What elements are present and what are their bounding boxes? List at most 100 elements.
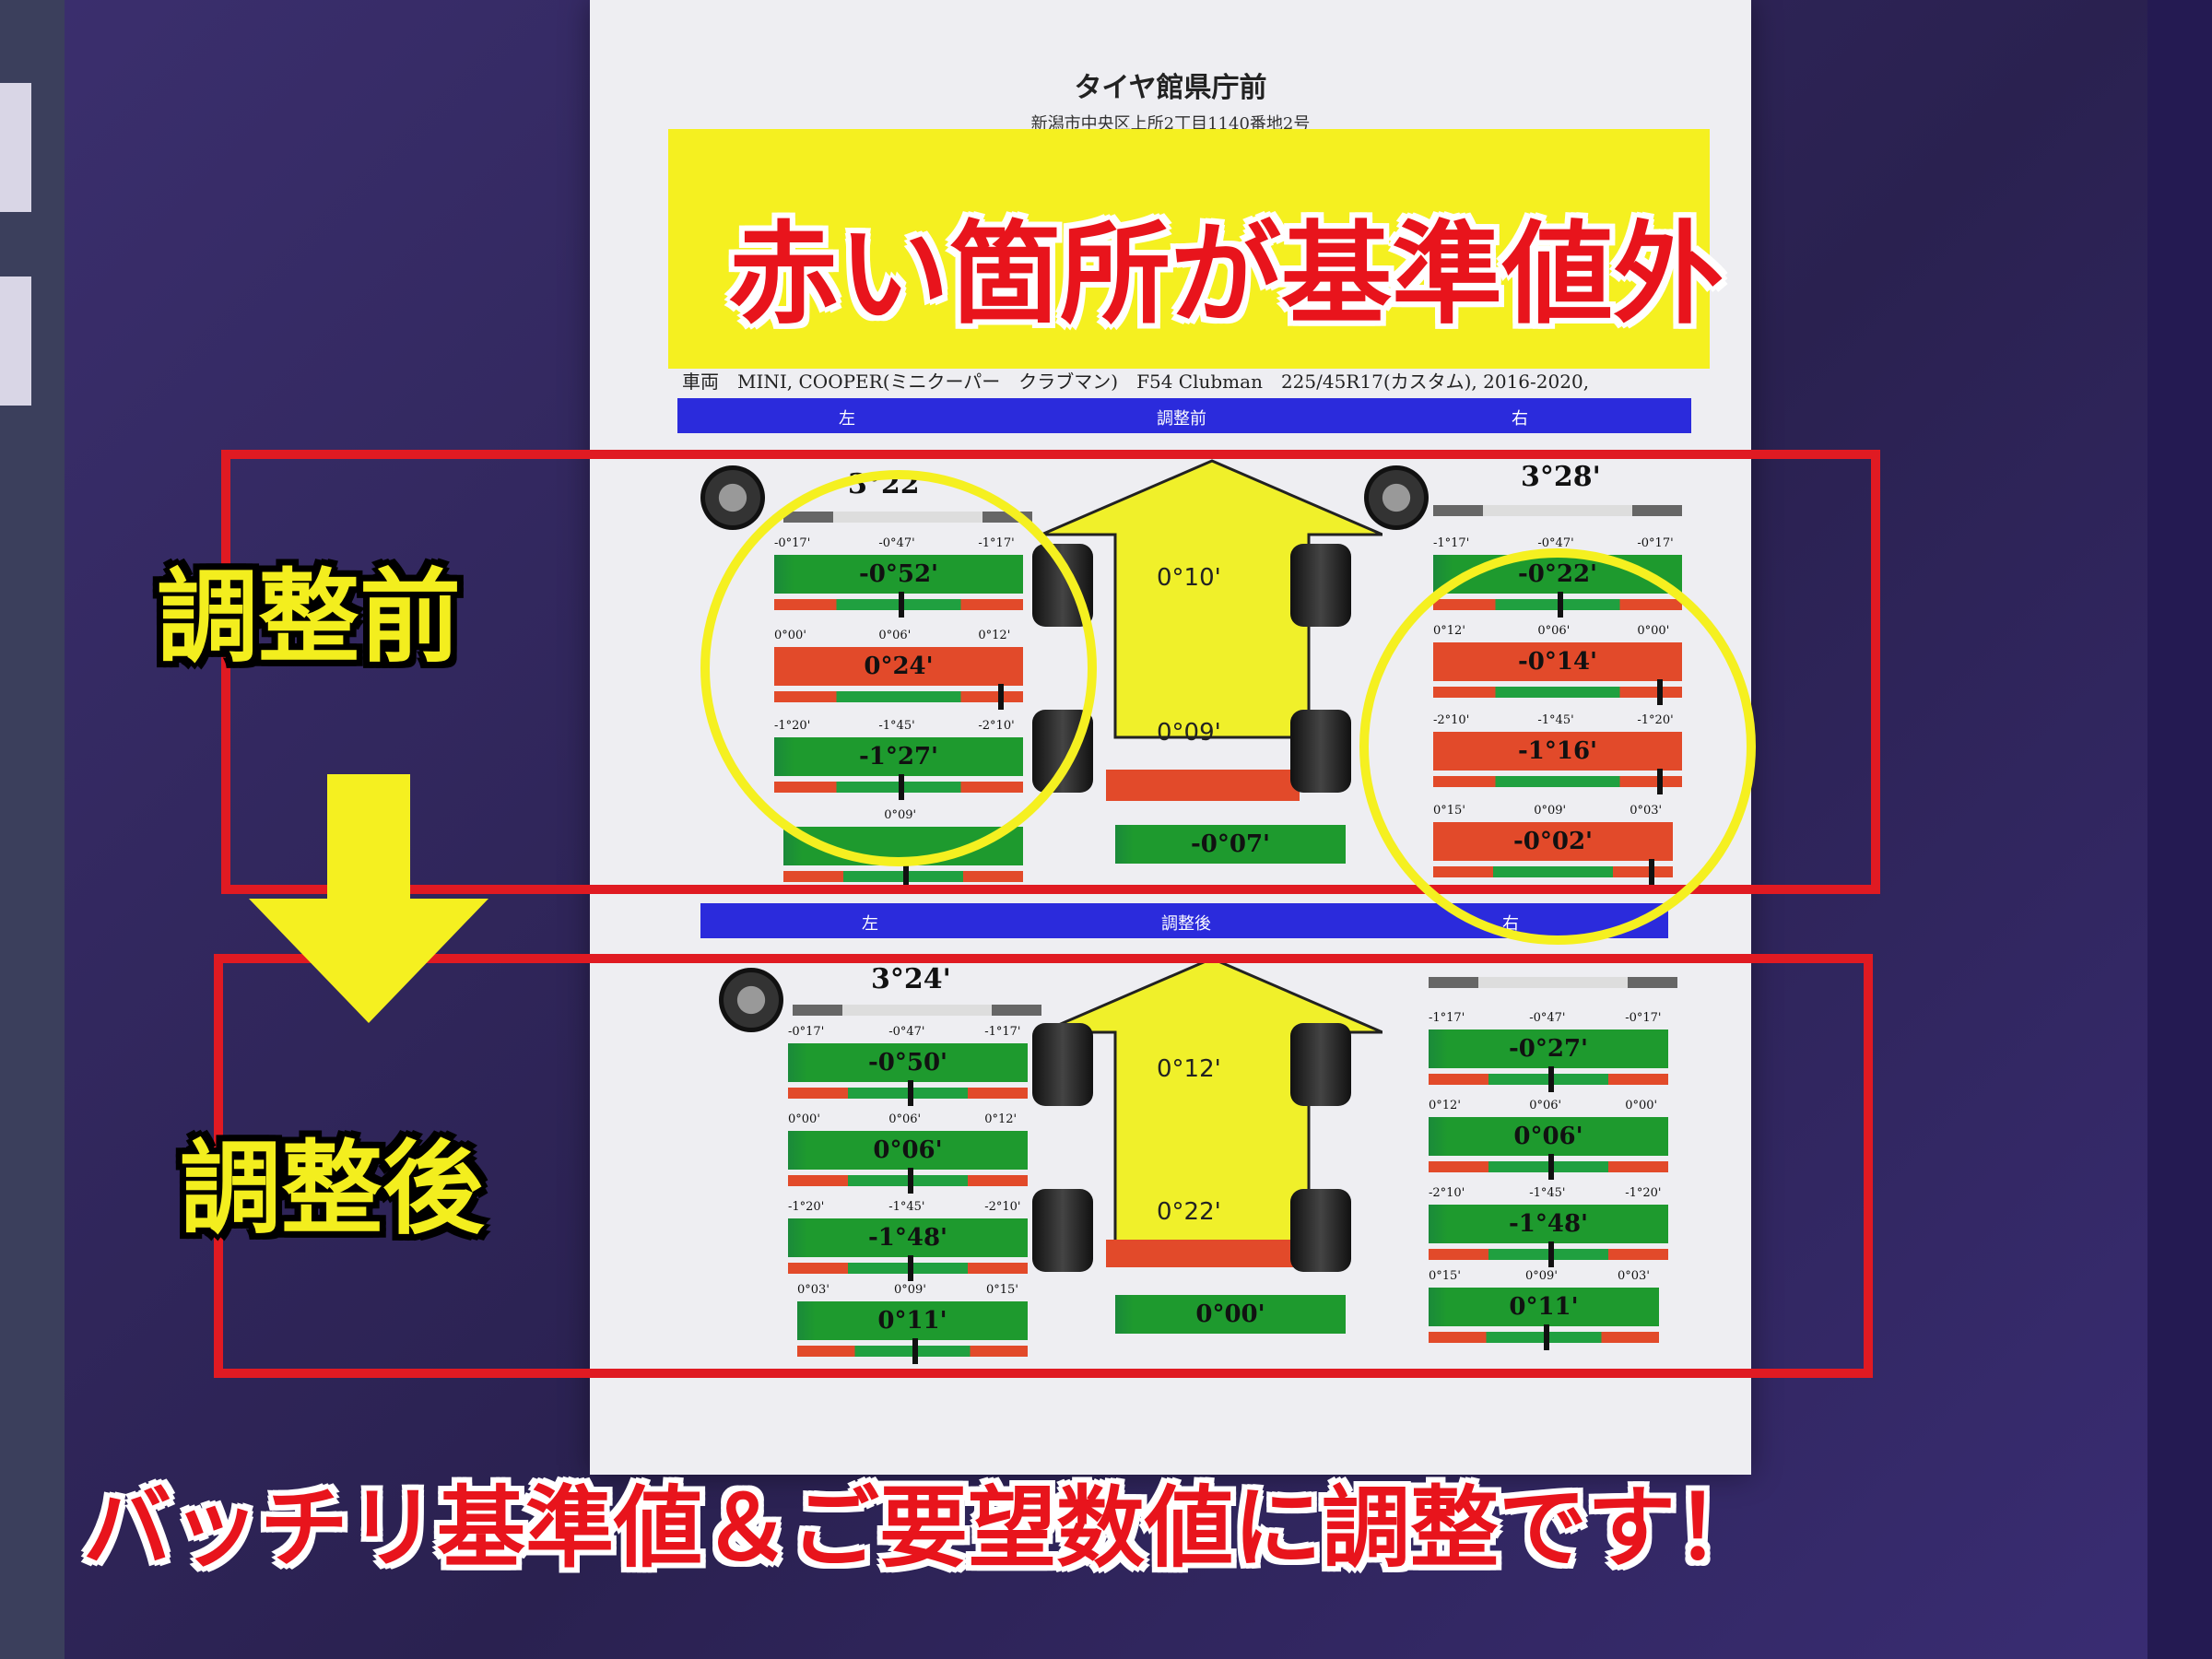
- after-thrust-meter: 0°00': [1115, 1295, 1346, 1334]
- after-right-sai-meter: -2°10' -1°45' -1°20' -1°48': [1429, 1184, 1668, 1267]
- caster-scale: [1433, 505, 1682, 516]
- caster-scale: [1429, 977, 1677, 988]
- value-marker: [1544, 1324, 1549, 1350]
- range-min-label: -2°10': [1429, 1186, 1465, 1200]
- tire-icon: [1290, 544, 1351, 627]
- after-left-toe-meter: 0°00' 0°06' 0°12'0°06': [788, 1111, 1028, 1194]
- meter-range-labels: -1°17' -0°47' -0°17': [1433, 535, 1682, 555]
- tire-icon: [1290, 1023, 1351, 1106]
- value-marker: [1548, 1154, 1554, 1180]
- left-highlight-circle: [700, 470, 1097, 866]
- after-right-toe-meter: 0°12' 0°06' 0°00' 0°06': [1429, 1097, 1668, 1180]
- range-max-label: -1°17': [984, 1025, 1021, 1039]
- range-mid-label: -0°47': [1537, 536, 1574, 550]
- shop-address: 新潟市中央区上所2丁目1140番地2号: [1030, 114, 1311, 134]
- wheel-icon: [700, 465, 765, 530]
- measured-value: -0°50': [788, 1043, 1028, 1082]
- value-marker: [908, 1255, 913, 1281]
- meter-range-labels: 0°15' 0°09' 0°03': [1429, 1267, 1659, 1288]
- range-mid-label: 0°06': [1529, 1099, 1562, 1112]
- meter-range-labels: 0°00' 0°06' 0°12': [788, 1111, 1028, 1131]
- wheel-icon: [1364, 465, 1429, 530]
- range-max-label: 0°00': [1625, 1099, 1658, 1112]
- measured-value: -1°48': [788, 1218, 1028, 1257]
- value-marker: [903, 864, 909, 889]
- left-sidebar: [0, 0, 65, 1659]
- before-label: 調整前: [157, 559, 461, 677]
- section-label: 調整前: [1157, 409, 1206, 429]
- range-min-label: 0°00': [788, 1112, 820, 1126]
- caster-scale: [793, 1005, 1041, 1016]
- monitor-bezel: [2147, 0, 2212, 1659]
- after-left-camber-meter: -0°17'-0°47'-1°17'-0°50': [788, 1023, 1028, 1106]
- after-left-rear-meter: 0°03'0°09'0°15'0°11': [797, 1281, 1028, 1364]
- range-min-label: 0°15': [1429, 1269, 1461, 1283]
- tolerance-scale: [1429, 1066, 1668, 1092]
- meter-range-labels: 0°03'0°09'0°15': [797, 1281, 1028, 1301]
- range-mid-label: -0°47': [1529, 1011, 1566, 1025]
- before-header-bar: 左 調整前 右: [677, 398, 1691, 433]
- range-max-label: -2°10': [984, 1200, 1021, 1214]
- front-total-toe: 0°12': [1157, 1055, 1221, 1083]
- range-max-label: 0°12': [984, 1112, 1018, 1126]
- footer-message: バッチリ基準値＆ご要望数値に調整です！: [83, 1477, 1764, 1580]
- range-max-label: -1°20': [1625, 1186, 1662, 1200]
- measured-value: 0°06': [1429, 1117, 1668, 1156]
- tolerance-scale: [788, 1168, 1028, 1194]
- rear-total-toe: 0°09': [1157, 719, 1221, 747]
- right-highlight-circle: [1359, 548, 1756, 945]
- right-caster: 3°28': [1521, 461, 1601, 493]
- after-label: 調整後: [180, 1130, 484, 1248]
- range-min-label: 0°12': [1429, 1099, 1461, 1112]
- sidebar-tab[interactable]: [0, 276, 31, 406]
- range-max-label: 0°03': [1618, 1269, 1650, 1283]
- tire-icon: [1032, 1189, 1093, 1272]
- after-left-sai-meter: -1°20' -1°45' -2°10' -1°48': [788, 1198, 1028, 1281]
- left-caster: 3°24': [871, 963, 951, 995]
- measured-value: 0°11': [797, 1301, 1028, 1340]
- before-highlight-box: [221, 450, 1880, 894]
- range-min-label: -0°17': [788, 1025, 825, 1039]
- measured-value: 0°11': [1429, 1288, 1659, 1326]
- tolerance-scale: [1429, 1154, 1668, 1180]
- rear-total-toe: 0°22': [1157, 1198, 1221, 1226]
- tire-icon: [1032, 1023, 1093, 1106]
- headline: 赤い箇所が基準値外: [728, 211, 1724, 339]
- tolerance-scale: [1429, 1241, 1668, 1267]
- range-mid-label: 0°09': [1525, 1269, 1558, 1283]
- tolerance-scale: [1429, 1324, 1659, 1350]
- measured-value: -1°48': [1429, 1205, 1668, 1243]
- value-marker: [1548, 1241, 1554, 1267]
- value-marker: [1548, 1066, 1554, 1092]
- after-highlight-box: [214, 954, 1873, 1378]
- range-mid-label: -1°45': [1529, 1186, 1566, 1200]
- thrust-value: -0°07': [1115, 825, 1346, 864]
- range-min-label: -1°20': [788, 1200, 825, 1214]
- range-mid-label: -1°45': [888, 1200, 925, 1214]
- meter-range-labels: -1°20' -1°45' -2°10': [788, 1198, 1028, 1218]
- headline-highlight: [668, 129, 1710, 369]
- tolerance-scale: [797, 1338, 1028, 1364]
- range-min-label: -1°17': [1429, 1011, 1465, 1025]
- after-right-camber-meter: -1°17'-0°47'-0°17'-0°27': [1429, 1009, 1668, 1092]
- meter-range-labels: -0°17'-0°47'-1°17': [788, 1023, 1028, 1043]
- section-label: 調整後: [1161, 914, 1211, 934]
- left-side-label: 左: [862, 914, 878, 934]
- range-mid-label: 0°09': [894, 1283, 926, 1297]
- range-max-label: -0°17': [1637, 536, 1674, 550]
- after-right-rear-meter: 0°15' 0°09' 0°03' 0°11': [1429, 1267, 1659, 1350]
- shop-name: タイヤ館県庁前: [1074, 72, 1267, 104]
- before-thrust-meter: -0°07': [1115, 825, 1346, 864]
- tolerance-scale: [788, 1080, 1028, 1106]
- value-marker: [912, 1338, 918, 1364]
- range-min-label: -1°17': [1433, 536, 1470, 550]
- down-arrow-icon: [249, 774, 488, 1023]
- value-marker: [908, 1168, 913, 1194]
- before-car-diagram: [1041, 459, 1382, 801]
- tolerance-scale: [788, 1255, 1028, 1281]
- sidebar-tab[interactable]: [0, 83, 31, 212]
- left-side-label: 左: [839, 409, 855, 429]
- range-mid-label: 0°06': [888, 1112, 922, 1126]
- thrust-value: 0°00': [1115, 1295, 1346, 1334]
- range-max-label: 0°15': [986, 1283, 1018, 1297]
